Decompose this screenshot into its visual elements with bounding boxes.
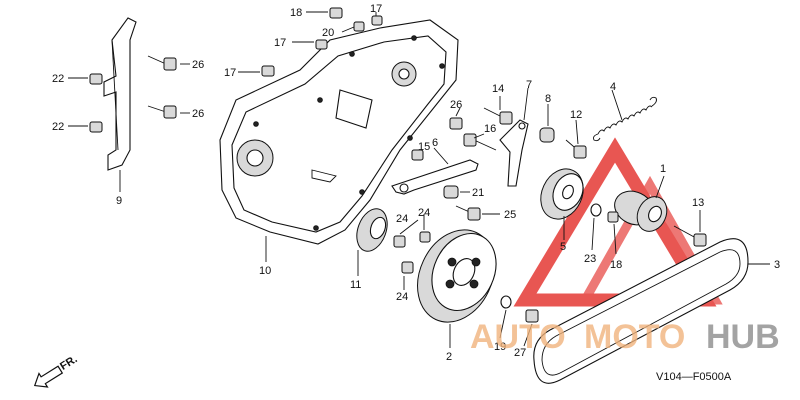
callout-19: 19: [494, 341, 506, 353]
callout-labels: 1 2 3 4 5 6 7 8 9 10 11 12 13 14 15 16 1…: [52, 3, 780, 363]
watermark-hub: HUB: [706, 318, 780, 356]
belt-part-3: [533, 238, 749, 384]
callout-6: 6: [432, 137, 438, 149]
callout-16: 16: [484, 123, 496, 135]
tension-arm-part-7: [499, 119, 529, 187]
callout-10: 10: [259, 265, 271, 277]
pulley-part-2: [417, 229, 497, 323]
watermark-auto: AUTO: [470, 318, 566, 356]
tension-arm-part-6: [391, 159, 479, 195]
callout-22-upper: 22: [52, 73, 64, 85]
callout-26-lower: 26: [192, 108, 204, 120]
callout-13: 13: [692, 197, 704, 209]
idler-pulley-part-1: [614, 190, 668, 232]
callout-24-a: 24: [396, 213, 408, 225]
callout-12: 12: [570, 109, 582, 121]
callout-26-case: 26: [450, 99, 462, 111]
callout-11: 11: [350, 279, 361, 291]
callout-21: 21: [472, 187, 484, 199]
callout-22-lower: 22: [52, 121, 64, 133]
callout-26-upper: 26: [192, 59, 204, 71]
callout-18-top: 18: [290, 7, 302, 19]
callout-24-c: 24: [396, 291, 408, 303]
callout-14: 14: [492, 83, 504, 95]
callout-23: 23: [584, 253, 596, 265]
front-direction-indicator: FR.: [33, 353, 80, 388]
callout-8: 8: [545, 93, 551, 105]
diagram-code: V104—F0500A: [656, 371, 732, 383]
front-label: FR.: [58, 353, 79, 373]
callout-1: 1: [660, 163, 666, 175]
callout-15: 15: [418, 141, 430, 153]
callout-7: 7: [526, 79, 532, 91]
hardware-small-parts: [89, 7, 707, 323]
callout-20: 20: [322, 27, 334, 39]
watermark-text: AUTO MOTO HUB: [470, 318, 780, 356]
callout-25: 25: [504, 209, 516, 221]
watermark-moto: MOTO: [584, 318, 685, 356]
callout-2: 2: [446, 351, 452, 363]
front-arrow-icon: [33, 365, 64, 388]
tension-pulley-part-5: [540, 168, 584, 220]
callout-4: 4: [610, 81, 616, 93]
callout-17-mid: 17: [274, 37, 286, 49]
belt-case-part-10: [219, 19, 459, 245]
leader-lines: [68, 11, 770, 348]
callout-9: 9: [116, 195, 122, 207]
callout-24-b: 24: [418, 207, 430, 219]
spring-part-4: [593, 96, 657, 142]
callout-17-top: 17: [370, 3, 382, 15]
callout-3: 3: [774, 259, 780, 271]
callout-5: 5: [560, 241, 566, 253]
bracket-part-9: [103, 17, 137, 171]
callout-17-left: 17: [224, 67, 236, 79]
callout-27: 27: [514, 347, 526, 359]
callout-18-right: 18: [610, 259, 622, 271]
flange-part-11: [356, 208, 388, 252]
